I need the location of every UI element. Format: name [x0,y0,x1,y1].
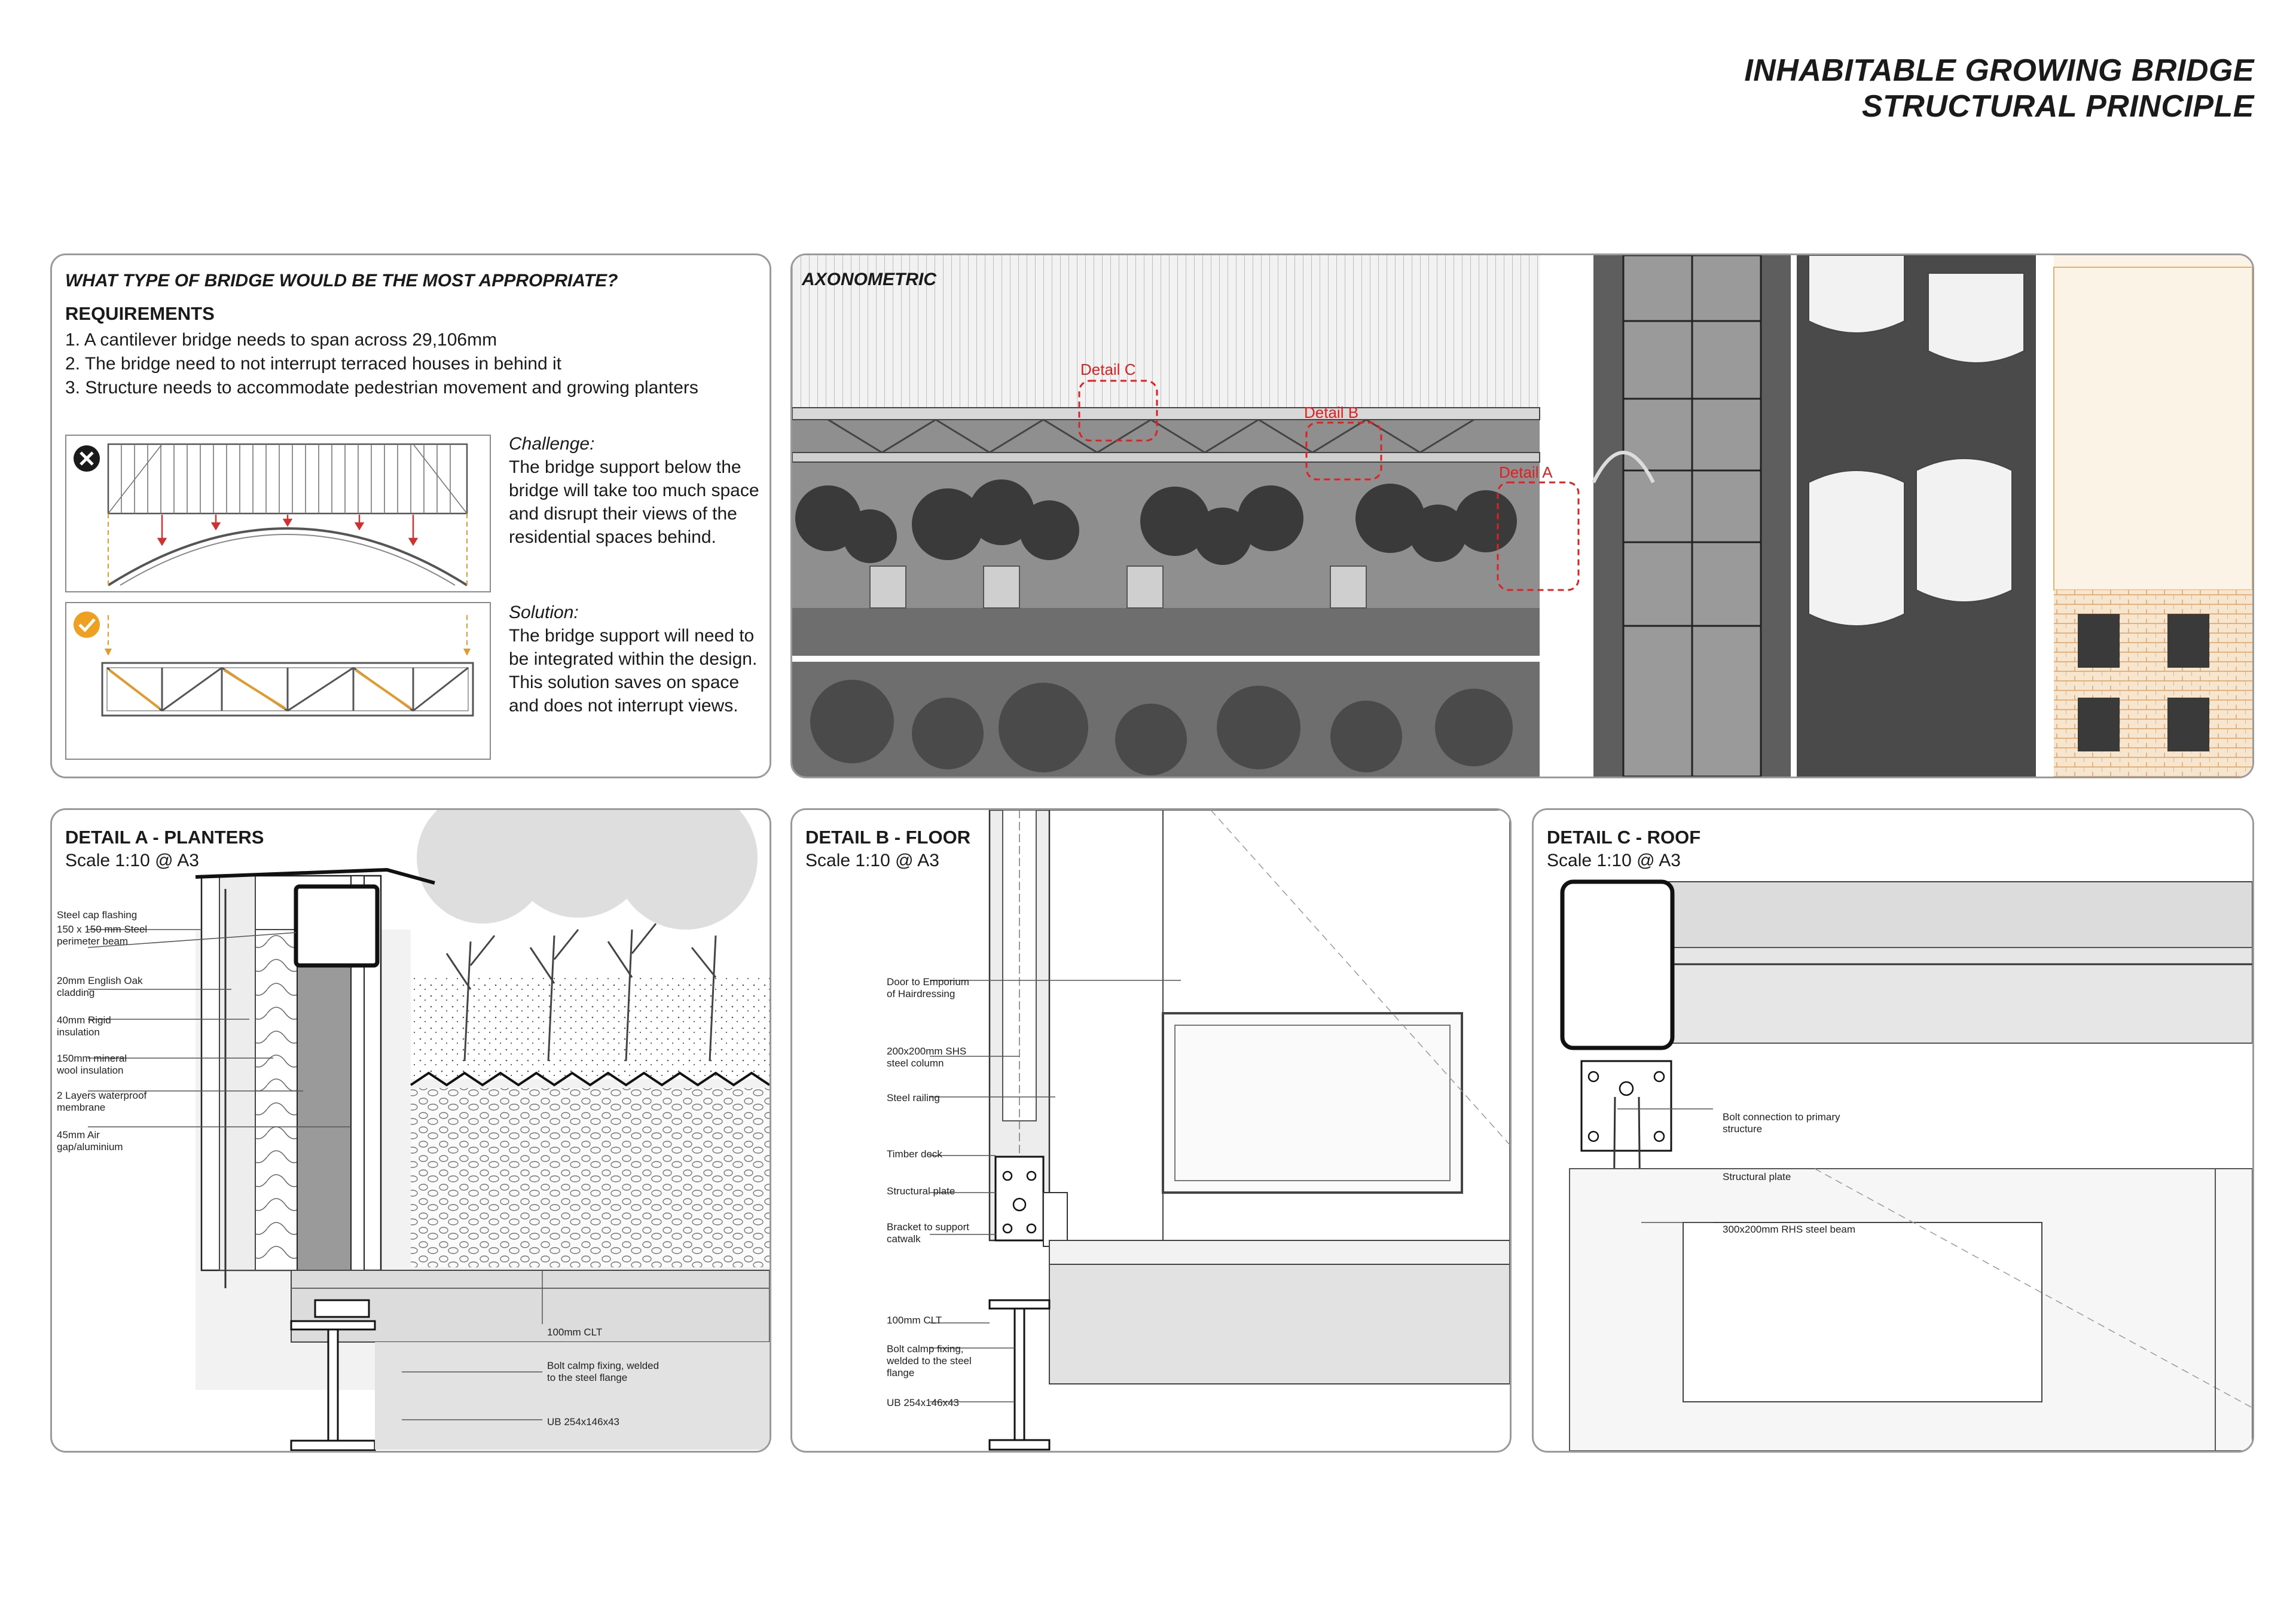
detail-a-label-2: 150 x 150 mm Steel perimeter beam [57,924,148,947]
detail-a-callout [1497,481,1580,591]
axonometric-drawing: Detail C Detail B Detail A [792,255,2252,777]
detail-b-drawing [930,810,1510,1451]
detail-a-panel: DETAIL A - PLANTERS Scale 1:10 @ A3 Stee… [50,808,771,1453]
solution-text: Solution: The bridge support will need t… [509,601,760,717]
detail-c-drawing [1534,810,2252,1451]
detail-c-label-3: 300x200mm RHS steel beam [1723,1224,1856,1235]
detail-c-title: DETAIL C - ROOF [1547,827,1701,848]
detail-a-label-6: 2 Layers waterproof membrane [57,1090,147,1113]
detail-b-label-7: 100mm CLT [887,1315,942,1326]
detail-b-panel: DETAIL B - FLOOR Scale 1:10 @ A3 Door to… [790,808,1512,1453]
bridge-type-question: WHAT TYPE OF BRIDGE WOULD BE THE MOST AP… [65,271,618,291]
detail-b-label-5: Structural plate [887,1185,955,1197]
detail-a-label-8: 100mm CLT [547,1326,603,1338]
detail-b-label-8: Bolt calmp fixing, welded to the steel f… [887,1343,972,1379]
detail-a-scale: Scale 1:10 @ A3 [65,851,199,871]
detail-a-label: Detail A [1499,463,1553,481]
requirement-item: 3. Structure needs to accommodate pedest… [65,378,698,398]
detail-b-label-9: UB 254x146x43 [887,1397,959,1408]
challenge-label: Challenge: [509,434,595,454]
detail-a-label-9: Bolt calmp fixing, welded to the steel f… [547,1360,660,1383]
arch-bridge-drawing [74,443,468,586]
requirements-heading: REQUIREMENTS [65,303,215,324]
axonometric-title: AXONOMETRIC [802,270,936,289]
detail-c-callout [1078,380,1158,442]
solution-body: The bridge support will need to be integ… [509,626,758,716]
detail-c-label: Detail C [1080,360,1135,378]
requirement-item: 1. A cantilever bridge needs to span acr… [65,330,497,350]
truss-bridge-drawing [74,612,474,717]
detail-c-label-2: Structural plate [1723,1171,1791,1182]
check-circle-icon [74,612,100,638]
requirements-list: 1. A cantilever bridge needs to span acr… [65,328,753,400]
detail-a-label-3: 20mm English Oak cladding [57,975,143,998]
detail-b-label-2: 200x200mm SHS steel column [887,1046,967,1069]
detail-a-label-1: Steel cap flashing [57,909,138,921]
detail-c-scale: Scale 1:10 @ A3 [1547,851,1681,871]
detail-b-label-1: Door to Emporium of Hairdressing [887,976,969,1000]
detail-c-panel: DETAIL C - ROOF Scale 1:10 @ A3 Bolt con… [1532,808,2254,1453]
detail-a-label-4: 40mm Rigid insulation [57,1014,111,1038]
detail-b-label-4: Timber deck [887,1148,942,1160]
detail-a-label-7: 45mm Air gap/aluminium [57,1129,123,1153]
page-title-line-1: INHABITABLE GROWING BRIDGE [1744,53,2254,88]
detail-b-label-3: Steel railing [887,1092,940,1104]
detail-a-label-5: 150mm mineral wool insulation [57,1053,127,1076]
detail-a-title: DETAIL A - PLANTERS [65,827,264,848]
detail-c-label-1: Bolt connection to primary structure [1723,1111,1840,1135]
requirement-item: 2. The bridge need to not interrupt terr… [65,354,561,374]
arch-bridge-diagram [65,435,491,592]
bridge-type-panel: WHAT TYPE OF BRIDGE WOULD BE THE MOST AP… [50,253,771,778]
detail-b-label: Detail B [1304,404,1358,421]
detail-b-scale: Scale 1:10 @ A3 [805,851,939,871]
axonometric-panel: AXONOMETRIC [790,253,2254,778]
page-title: INHABITABLE GROWING BRIDGE STRUCTURAL PR… [1744,53,2254,124]
truss-bridge-diagram [65,602,491,760]
detail-b-title: DETAIL B - FLOOR [805,827,971,848]
page-title-line-2: STRUCTURAL PRINCIPLE [1861,89,2254,124]
detail-b-label-6: Bracket to support catwalk [887,1221,969,1245]
challenge-body: The bridge support below the bridge will… [509,457,759,547]
cross-circle-icon [74,445,100,472]
solution-label: Solution: [509,603,579,622]
challenge-text: Challenge: The bridge support below the … [509,432,760,549]
detail-a-drawing [87,810,770,1451]
detail-a-label-10: UB 254x146x43 [547,1416,619,1428]
